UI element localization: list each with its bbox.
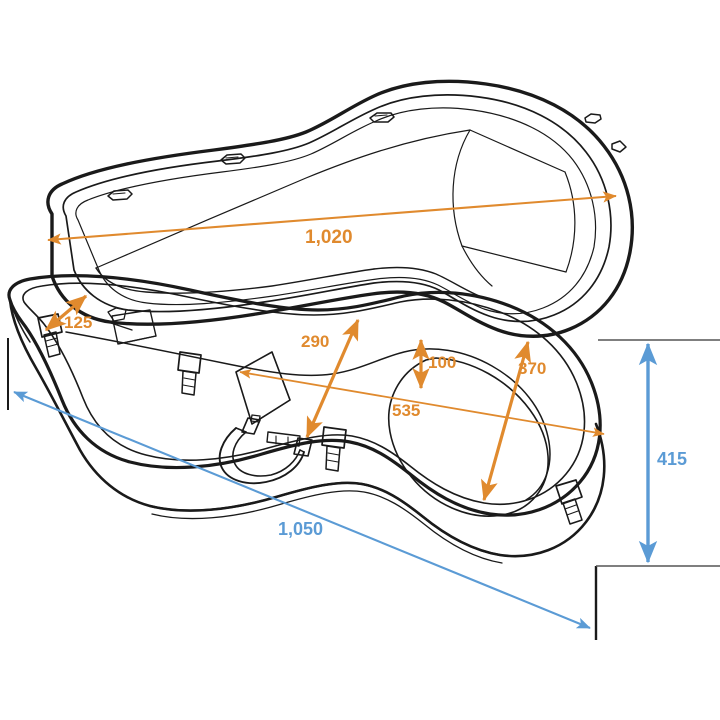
latch-left-detail1 xyxy=(45,337,58,342)
base-accessory-divider xyxy=(95,317,133,331)
base-compartment-notch xyxy=(107,307,127,322)
latch-center xyxy=(321,426,347,472)
latch-mid-left-hook xyxy=(181,370,197,396)
lid-hinge-tab-right-inner xyxy=(374,114,388,117)
latch-center-d1 xyxy=(327,452,340,456)
base-accessory-compartment-lip xyxy=(117,335,157,345)
lid-interior-panel-edge xyxy=(373,266,485,299)
latch-right-d1 xyxy=(564,504,577,510)
dimension-label-lower-bout-width: 370 xyxy=(518,359,547,378)
lid-hinge-tab-left xyxy=(107,189,133,201)
dimension-label-interior-body-length: 535 xyxy=(392,401,421,420)
latch-mid-left-d2 xyxy=(182,384,195,388)
handle-grip-right xyxy=(299,449,305,453)
dimension-label-exterior-height: 415 xyxy=(657,449,688,469)
dim-arrow-1020 xyxy=(47,191,617,245)
base-interior-contour xyxy=(65,331,551,501)
lid-facet-line-1 xyxy=(469,129,566,173)
base-left-endwall xyxy=(9,299,31,343)
base-neck-block-wedge-edge xyxy=(271,351,291,401)
extension-lines-group xyxy=(7,338,720,640)
base-accessory-compartment xyxy=(111,309,157,345)
latch-right-hook xyxy=(562,498,583,525)
dimension-label-waist-width: 100 xyxy=(428,353,457,372)
latch-center-d2 xyxy=(326,459,339,463)
latch-right-d2 xyxy=(566,510,579,516)
latch-center-hook xyxy=(325,445,341,472)
latch-center-body xyxy=(321,426,347,449)
dimension-label-lid-depth: 125 xyxy=(64,313,93,332)
base-top-rim-inner xyxy=(22,282,586,506)
lid-hinge-tab-far-right xyxy=(584,113,602,124)
dim-arrow-1050 xyxy=(13,391,591,629)
latch-mid-left-body xyxy=(177,351,202,374)
base-rear-edge xyxy=(29,275,195,292)
dimension-label-exterior-length: 1,050 xyxy=(278,519,324,539)
lid-hinge-tab-mid-inner xyxy=(225,156,239,159)
case-lid-group xyxy=(46,79,634,338)
lid-hinge-tab-right xyxy=(369,112,395,123)
blue-dimension-arrows xyxy=(13,342,658,629)
lid-hinge-tabs xyxy=(107,112,602,201)
lid-hinge-tab-left-inner xyxy=(112,192,126,195)
lid-hinge-tab-mid xyxy=(220,153,246,165)
lid-inner-lining xyxy=(62,94,612,323)
latch-mid-left-d1 xyxy=(183,377,196,381)
handle-grip-left xyxy=(235,427,247,433)
latch-right xyxy=(555,479,583,525)
lid-facet-line-2 xyxy=(452,129,471,247)
base-neck-block-wedge xyxy=(235,351,291,425)
lid-outer-shell xyxy=(46,79,634,338)
dimension-label-interior-length: 1,020 xyxy=(305,227,353,248)
latch-left-hook xyxy=(43,331,61,358)
lid-facet-line-5 xyxy=(461,245,493,287)
lid-corner-bumper xyxy=(611,140,627,153)
dimension-label-upper-bout-width: 290 xyxy=(301,332,330,351)
base-lower-bout-cavity xyxy=(388,357,549,517)
lid-facet-line-3 xyxy=(564,171,576,273)
lid-interior-fold-left xyxy=(95,267,375,294)
latch-left-detail2 xyxy=(46,343,59,348)
dim-arrow-125 xyxy=(44,294,88,332)
lid-facet-line-4 xyxy=(461,245,567,273)
